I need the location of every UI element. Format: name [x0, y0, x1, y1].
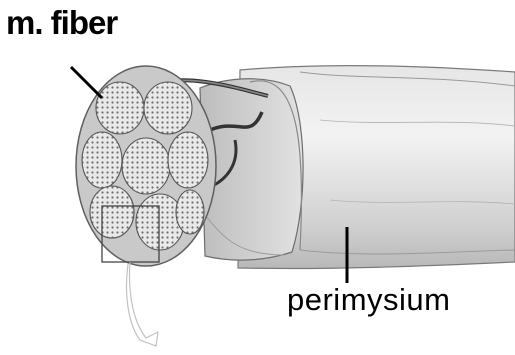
- perimysium-label: perimysium: [287, 284, 450, 315]
- fiber-cells: [82, 82, 208, 250]
- fiber-leader-line: [71, 67, 102, 98]
- fascicle-cross-section: [76, 66, 216, 266]
- pointer-arrow-sketch: [127, 262, 159, 346]
- fiber-label: m. fiber: [6, 6, 117, 39]
